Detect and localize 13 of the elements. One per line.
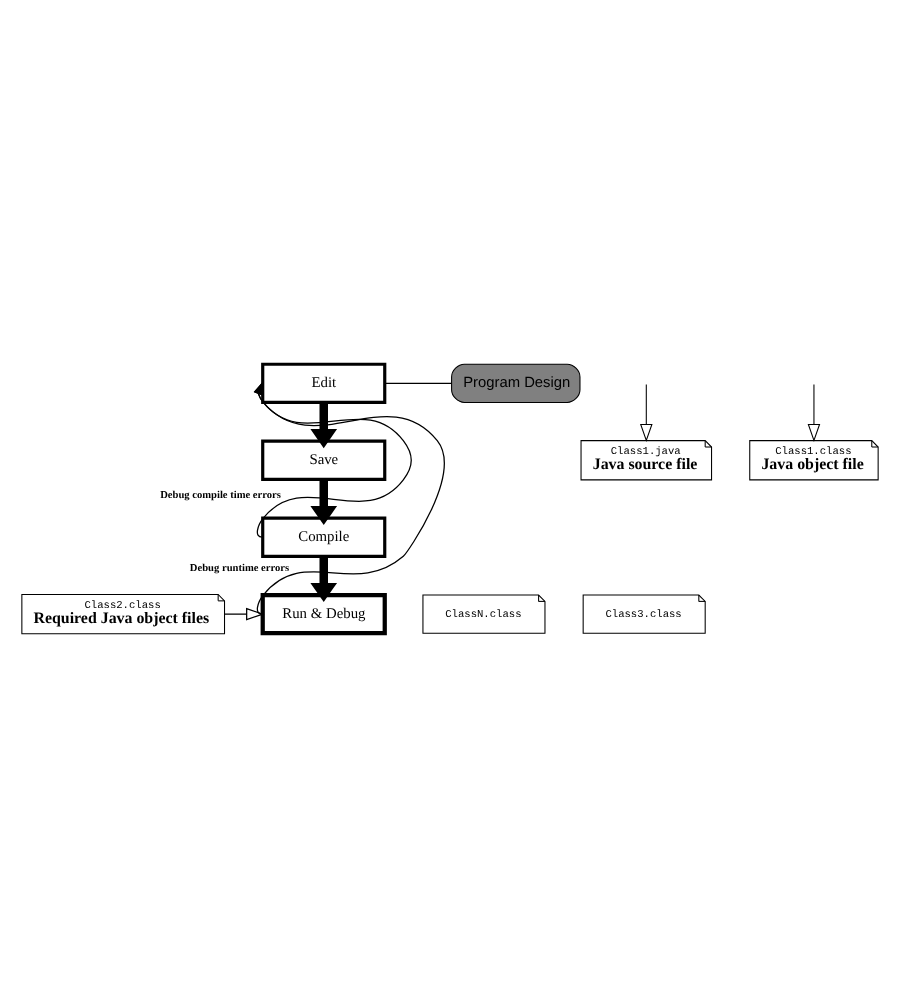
- arrow: [310, 478, 338, 525]
- arrow: [310, 555, 338, 601]
- node-box: Compile: [261, 515, 387, 557]
- arrow: [640, 382, 653, 442]
- arrow: [253, 380, 412, 537]
- connector: [384, 381, 452, 383]
- node-box: Save: [261, 438, 387, 480]
- node-box: Run & Debug: [260, 591, 387, 635]
- arrow: [224, 606, 265, 620]
- arrow: [253, 380, 445, 614]
- arrow: [310, 401, 338, 448]
- node-box: Edit: [261, 361, 387, 404]
- arrow: [807, 382, 821, 442]
